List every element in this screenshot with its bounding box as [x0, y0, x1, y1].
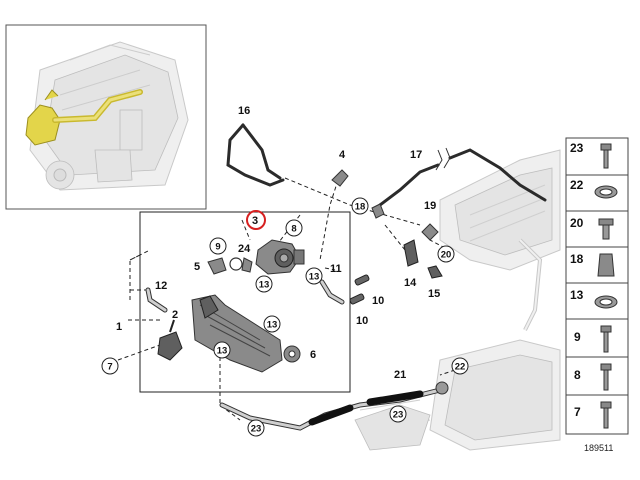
- svg-text:9: 9: [574, 330, 581, 344]
- egr-pipe-21[interactable]: [219, 381, 449, 431]
- callout-9[interactable]: 9: [209, 237, 227, 255]
- svg-text:13: 13: [217, 346, 228, 357]
- svg-text:13: 13: [259, 280, 270, 291]
- leader-lines: [117, 177, 456, 421]
- hose-clamp-10[interactable]: [349, 274, 370, 305]
- svg-text:13: 13: [267, 320, 278, 331]
- callout-11[interactable]: 11: [330, 263, 342, 275]
- callout-7[interactable]: 7: [101, 357, 119, 375]
- parts-column: 23 22 20 18 13 9: [565, 137, 629, 435]
- highlight-ring: [246, 210, 266, 230]
- callout-15[interactable]: 15: [428, 288, 440, 300]
- callout-10b[interactable]: 10: [356, 315, 368, 327]
- callout-16[interactable]: 16: [238, 105, 250, 117]
- circled-callouts: 18 8 9 20 13 13 13 13: [101, 197, 469, 437]
- bracket-5[interactable]: [207, 257, 253, 275]
- svg-text:7: 7: [107, 362, 112, 373]
- egr-valve-3[interactable]: [255, 239, 305, 275]
- egr-cooler-6[interactable]: [191, 294, 301, 373]
- exhaust-manifold-ghost: [354, 339, 561, 451]
- clip-4[interactable]: [331, 169, 349, 187]
- callout-13c[interactable]: 13: [263, 315, 281, 333]
- engine-overview-inset: [5, 24, 207, 210]
- parts-column-row-18[interactable]: 18: [566, 252, 628, 284]
- svg-text:20: 20: [570, 216, 584, 230]
- callout-13d[interactable]: 13: [213, 341, 231, 359]
- callout-2[interactable]: 2: [172, 309, 178, 321]
- vacuum-hose-16[interactable]: [226, 123, 285, 187]
- parts-column-row-7[interactable]: 7: [574, 401, 612, 429]
- svg-text:23: 23: [251, 424, 262, 435]
- vacuum-hose-17[interactable]: [378, 147, 547, 207]
- callout-13a[interactable]: 13: [255, 275, 273, 293]
- callout-labels: 16 4 17 19 3 24 5 11 12 14 15 10 10 2 1 …: [116, 105, 440, 381]
- callout-8[interactable]: 8: [285, 219, 303, 237]
- highlighted-egr-assembly: [25, 89, 143, 146]
- actuator-2[interactable]: [157, 319, 183, 361]
- callout-18[interactable]: 18: [351, 197, 369, 215]
- svg-text:9: 9: [215, 242, 220, 253]
- svg-text:22: 22: [570, 178, 584, 192]
- parts-column-row-13[interactable]: 13: [566, 288, 628, 320]
- svg-text:20: 20: [441, 250, 452, 261]
- callout-13b[interactable]: 13: [305, 267, 323, 285]
- callout-22[interactable]: 22: [451, 357, 469, 375]
- callout-5[interactable]: 5: [194, 261, 200, 273]
- svg-text:7: 7: [574, 405, 581, 419]
- callout-10a[interactable]: 10: [372, 295, 384, 307]
- parts-column-row-23[interactable]: 23: [566, 141, 628, 176]
- pipe-11[interactable]: [319, 279, 345, 305]
- callout-12[interactable]: 12: [155, 280, 167, 292]
- callout-17[interactable]: 17: [410, 149, 422, 161]
- connector-15[interactable]: [427, 265, 443, 279]
- callout-23a[interactable]: 23: [389, 405, 407, 423]
- pipe-12[interactable]: [145, 287, 168, 313]
- parts-column-row-9[interactable]: 9: [566, 325, 628, 358]
- callout-1[interactable]: 1: [116, 321, 122, 333]
- callout-21[interactable]: 21: [394, 369, 406, 381]
- egr-assembly-frame: [139, 211, 351, 393]
- svg-text:13: 13: [309, 272, 320, 283]
- vacuum-valve-14[interactable]: [403, 239, 419, 267]
- sensor-19[interactable]: [421, 223, 439, 241]
- parts-column-row-20[interactable]: 20: [566, 216, 628, 248]
- parts-column-row-8[interactable]: 8: [566, 363, 628, 396]
- gasket-24[interactable]: [229, 257, 243, 271]
- callout-20[interactable]: 20: [437, 245, 455, 263]
- svg-text:18: 18: [355, 202, 366, 213]
- svg-text:8: 8: [291, 224, 296, 235]
- svg-text:23: 23: [393, 410, 404, 421]
- svg-text:18: 18: [570, 252, 584, 266]
- callout-24[interactable]: 24: [238, 243, 251, 255]
- svg-text:8: 8: [574, 368, 581, 382]
- fitting-18[interactable]: [371, 203, 385, 219]
- callout-14[interactable]: 14: [404, 277, 417, 289]
- svg-text:22: 22: [455, 362, 466, 373]
- intake-manifold-ghost: [439, 149, 561, 331]
- svg-text:23: 23: [570, 141, 584, 155]
- parts-column-row-22[interactable]: 22: [566, 178, 628, 212]
- callout-23b[interactable]: 23: [247, 419, 265, 437]
- callout-3[interactable]: 3: [252, 215, 258, 227]
- reference-number: 189511: [584, 443, 613, 453]
- svg-text:13: 13: [570, 288, 584, 302]
- callout-19[interactable]: 19: [424, 200, 436, 212]
- callout-4[interactable]: 4: [339, 149, 346, 161]
- callout-6[interactable]: 6: [310, 349, 316, 361]
